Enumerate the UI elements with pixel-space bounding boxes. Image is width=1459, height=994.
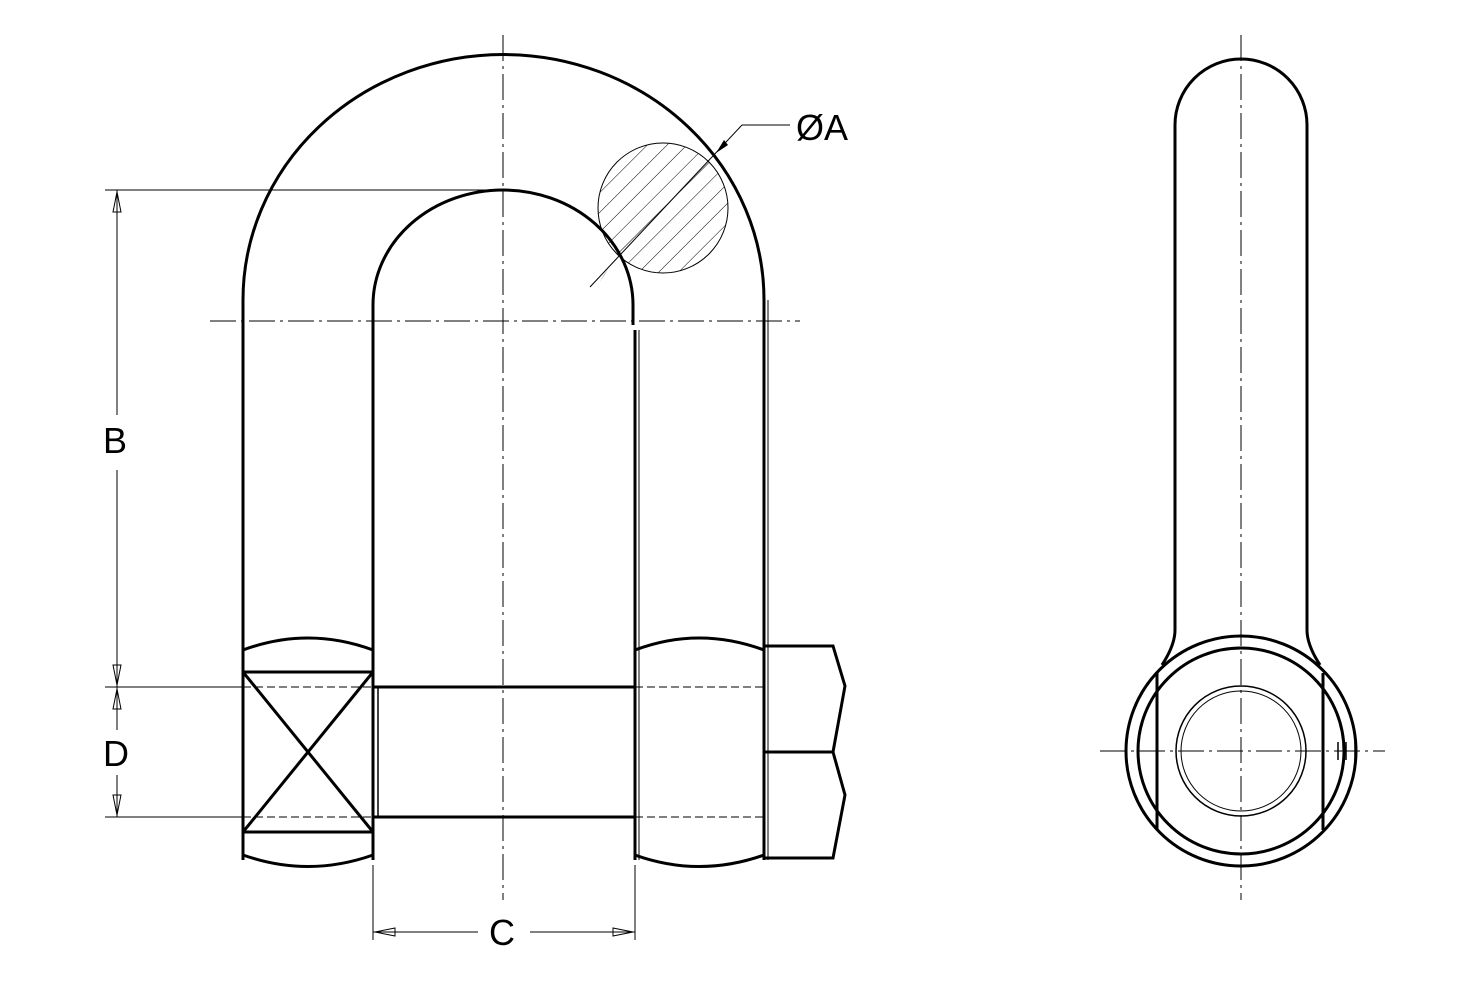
bow-outer-arc xyxy=(241,53,766,301)
front-view xyxy=(105,35,847,940)
leg-thin-lines xyxy=(638,300,769,860)
pin xyxy=(243,685,764,819)
pin-label: D xyxy=(99,736,133,772)
shackle-legs xyxy=(241,300,766,860)
left-lug xyxy=(242,636,374,868)
side-pin-inner xyxy=(1180,690,1302,812)
dimension-d xyxy=(105,687,243,818)
side-eye-inner xyxy=(1136,646,1346,856)
dimension-b xyxy=(105,189,503,688)
dimension-c xyxy=(372,865,636,940)
side-pin-outer xyxy=(1175,685,1307,817)
side-body-outline xyxy=(1160,57,1322,666)
side-thread-marks xyxy=(1337,742,1356,760)
hex-nut xyxy=(764,644,847,860)
right-lug xyxy=(634,636,765,868)
width-label: C xyxy=(485,915,519,951)
diameter-label: ØA xyxy=(792,110,853,146)
side-flats xyxy=(1155,673,1325,830)
front-centerlines xyxy=(210,35,800,900)
side-view xyxy=(1100,35,1385,900)
height-label: B xyxy=(99,423,132,459)
diameter-section xyxy=(589,124,790,288)
side-eye-outer xyxy=(1124,634,1358,868)
pin-head-cross xyxy=(241,671,375,833)
